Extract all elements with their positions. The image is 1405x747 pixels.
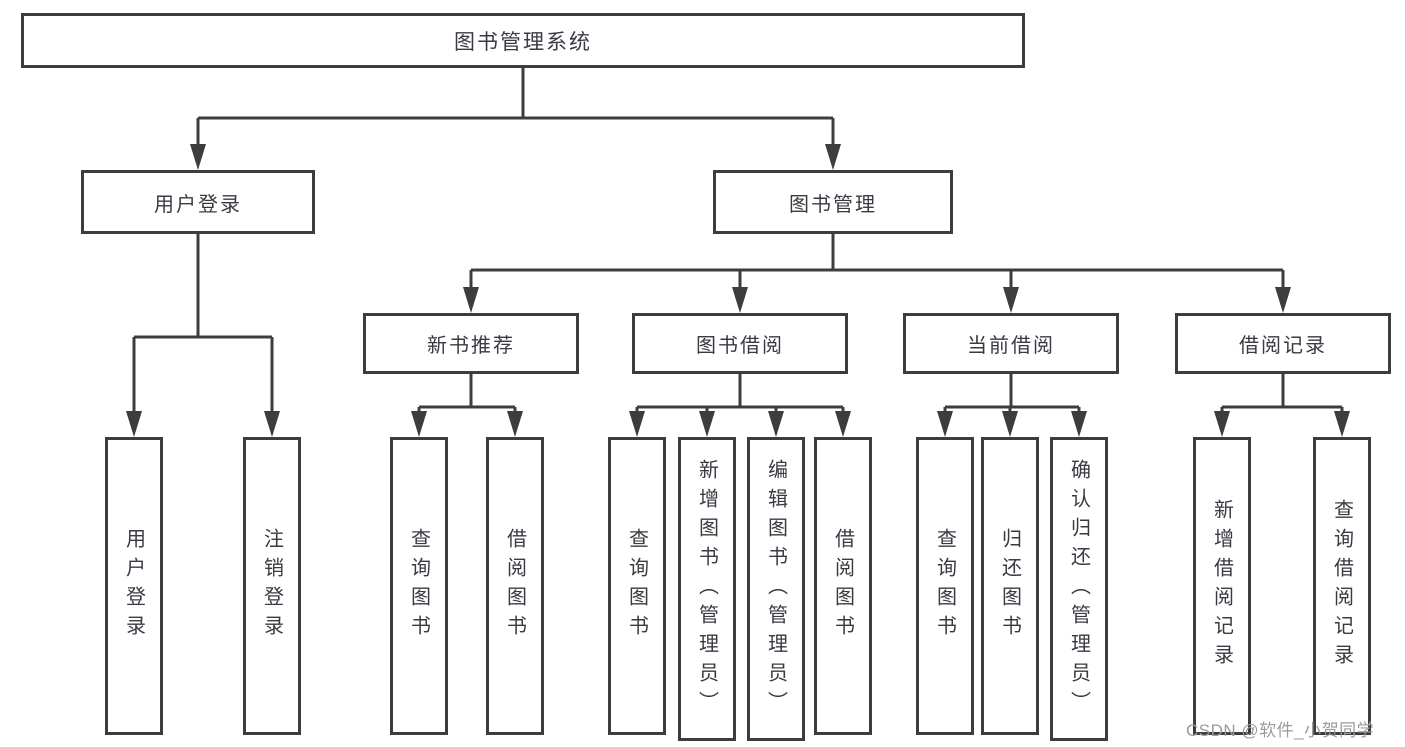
node-new-book-recommend: 新书推荐: [363, 313, 579, 374]
leaf-borrow-books-recommend: 借阅图书: [486, 437, 544, 735]
leaf-confirm-return-admin: 确认归还（管理员）: [1050, 437, 1108, 741]
node-user-login: 用户登录: [81, 170, 315, 234]
node-book-management: 图书管理: [713, 170, 953, 234]
leaf-query-borrow-record: 查询借阅记录: [1313, 437, 1371, 735]
leaf-user-login: 用户登录: [105, 437, 163, 735]
node-current-borrowing: 当前借阅: [903, 313, 1119, 374]
leaf-logout: 注销登录: [243, 437, 301, 735]
node-borrowing-records: 借阅记录: [1175, 313, 1391, 374]
node-root-library-management-system: 图书管理系统: [21, 13, 1025, 68]
leaf-borrow-books-borrowing: 借阅图书: [814, 437, 872, 735]
node-book-borrowing: 图书借阅: [632, 313, 848, 374]
leaf-edit-books-admin: 编辑图书（管理员）: [747, 437, 805, 741]
leaf-query-books-borrowing: 查询图书: [608, 437, 666, 735]
leaf-query-books-recommend: 查询图书: [390, 437, 448, 735]
leaf-return-books: 归还图书: [981, 437, 1039, 735]
leaf-add-books-admin: 新增图书（管理员）: [678, 437, 736, 741]
leaf-add-borrow-record: 新增借阅记录: [1193, 437, 1251, 735]
csdn-watermark: CSDN @软件_小贺同学: [1186, 721, 1375, 740]
leaf-query-books-current: 查询图书: [916, 437, 974, 735]
